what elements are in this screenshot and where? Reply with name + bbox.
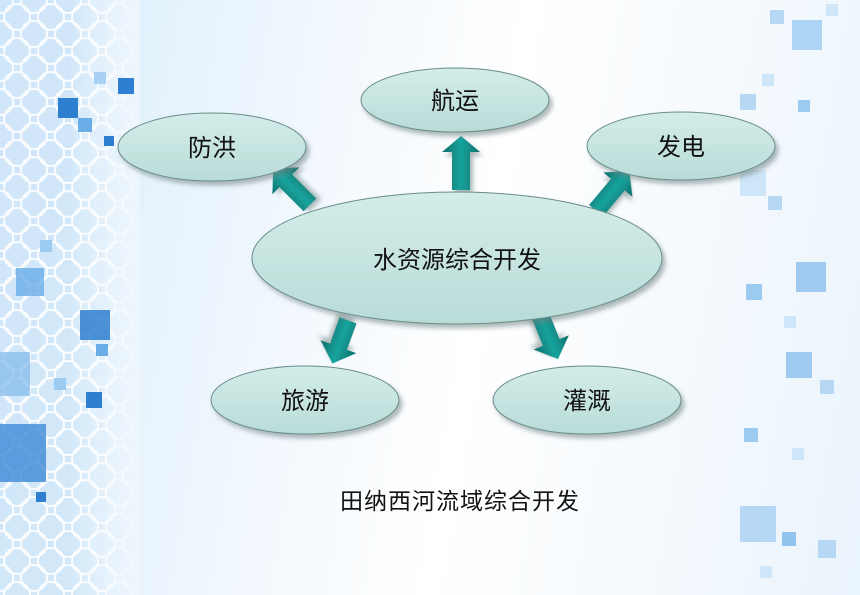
node-label-tourism: 旅游	[281, 387, 329, 415]
arrow-to-power	[589, 170, 633, 217]
node-tourism: 旅游	[210, 365, 400, 435]
node-label-center: 水资源综合开发	[373, 246, 541, 274]
node-label-navigation: 航运	[431, 87, 479, 115]
node-label-irrigation: 灌溉	[563, 387, 611, 415]
arrow-to-flood	[272, 167, 317, 212]
diagram-caption: 田纳西河流域综合开发	[340, 489, 580, 515]
node-navigation: 航运	[360, 67, 550, 133]
decor-squares-right	[740, 4, 838, 578]
arrow-to-tourism	[320, 317, 357, 364]
node-center: 水资源综合开发	[251, 191, 663, 325]
node-flood: 防洪	[117, 112, 307, 182]
node-power: 发电	[586, 111, 776, 181]
node-label-power: 发电	[657, 133, 705, 161]
node-label-flood: 防洪	[188, 134, 236, 162]
decor-squares-left	[0, 72, 134, 502]
arrow-to-irrigation	[532, 313, 569, 360]
node-irrigation: 灌溉	[492, 365, 682, 435]
arrow-to-navigation	[442, 136, 480, 190]
